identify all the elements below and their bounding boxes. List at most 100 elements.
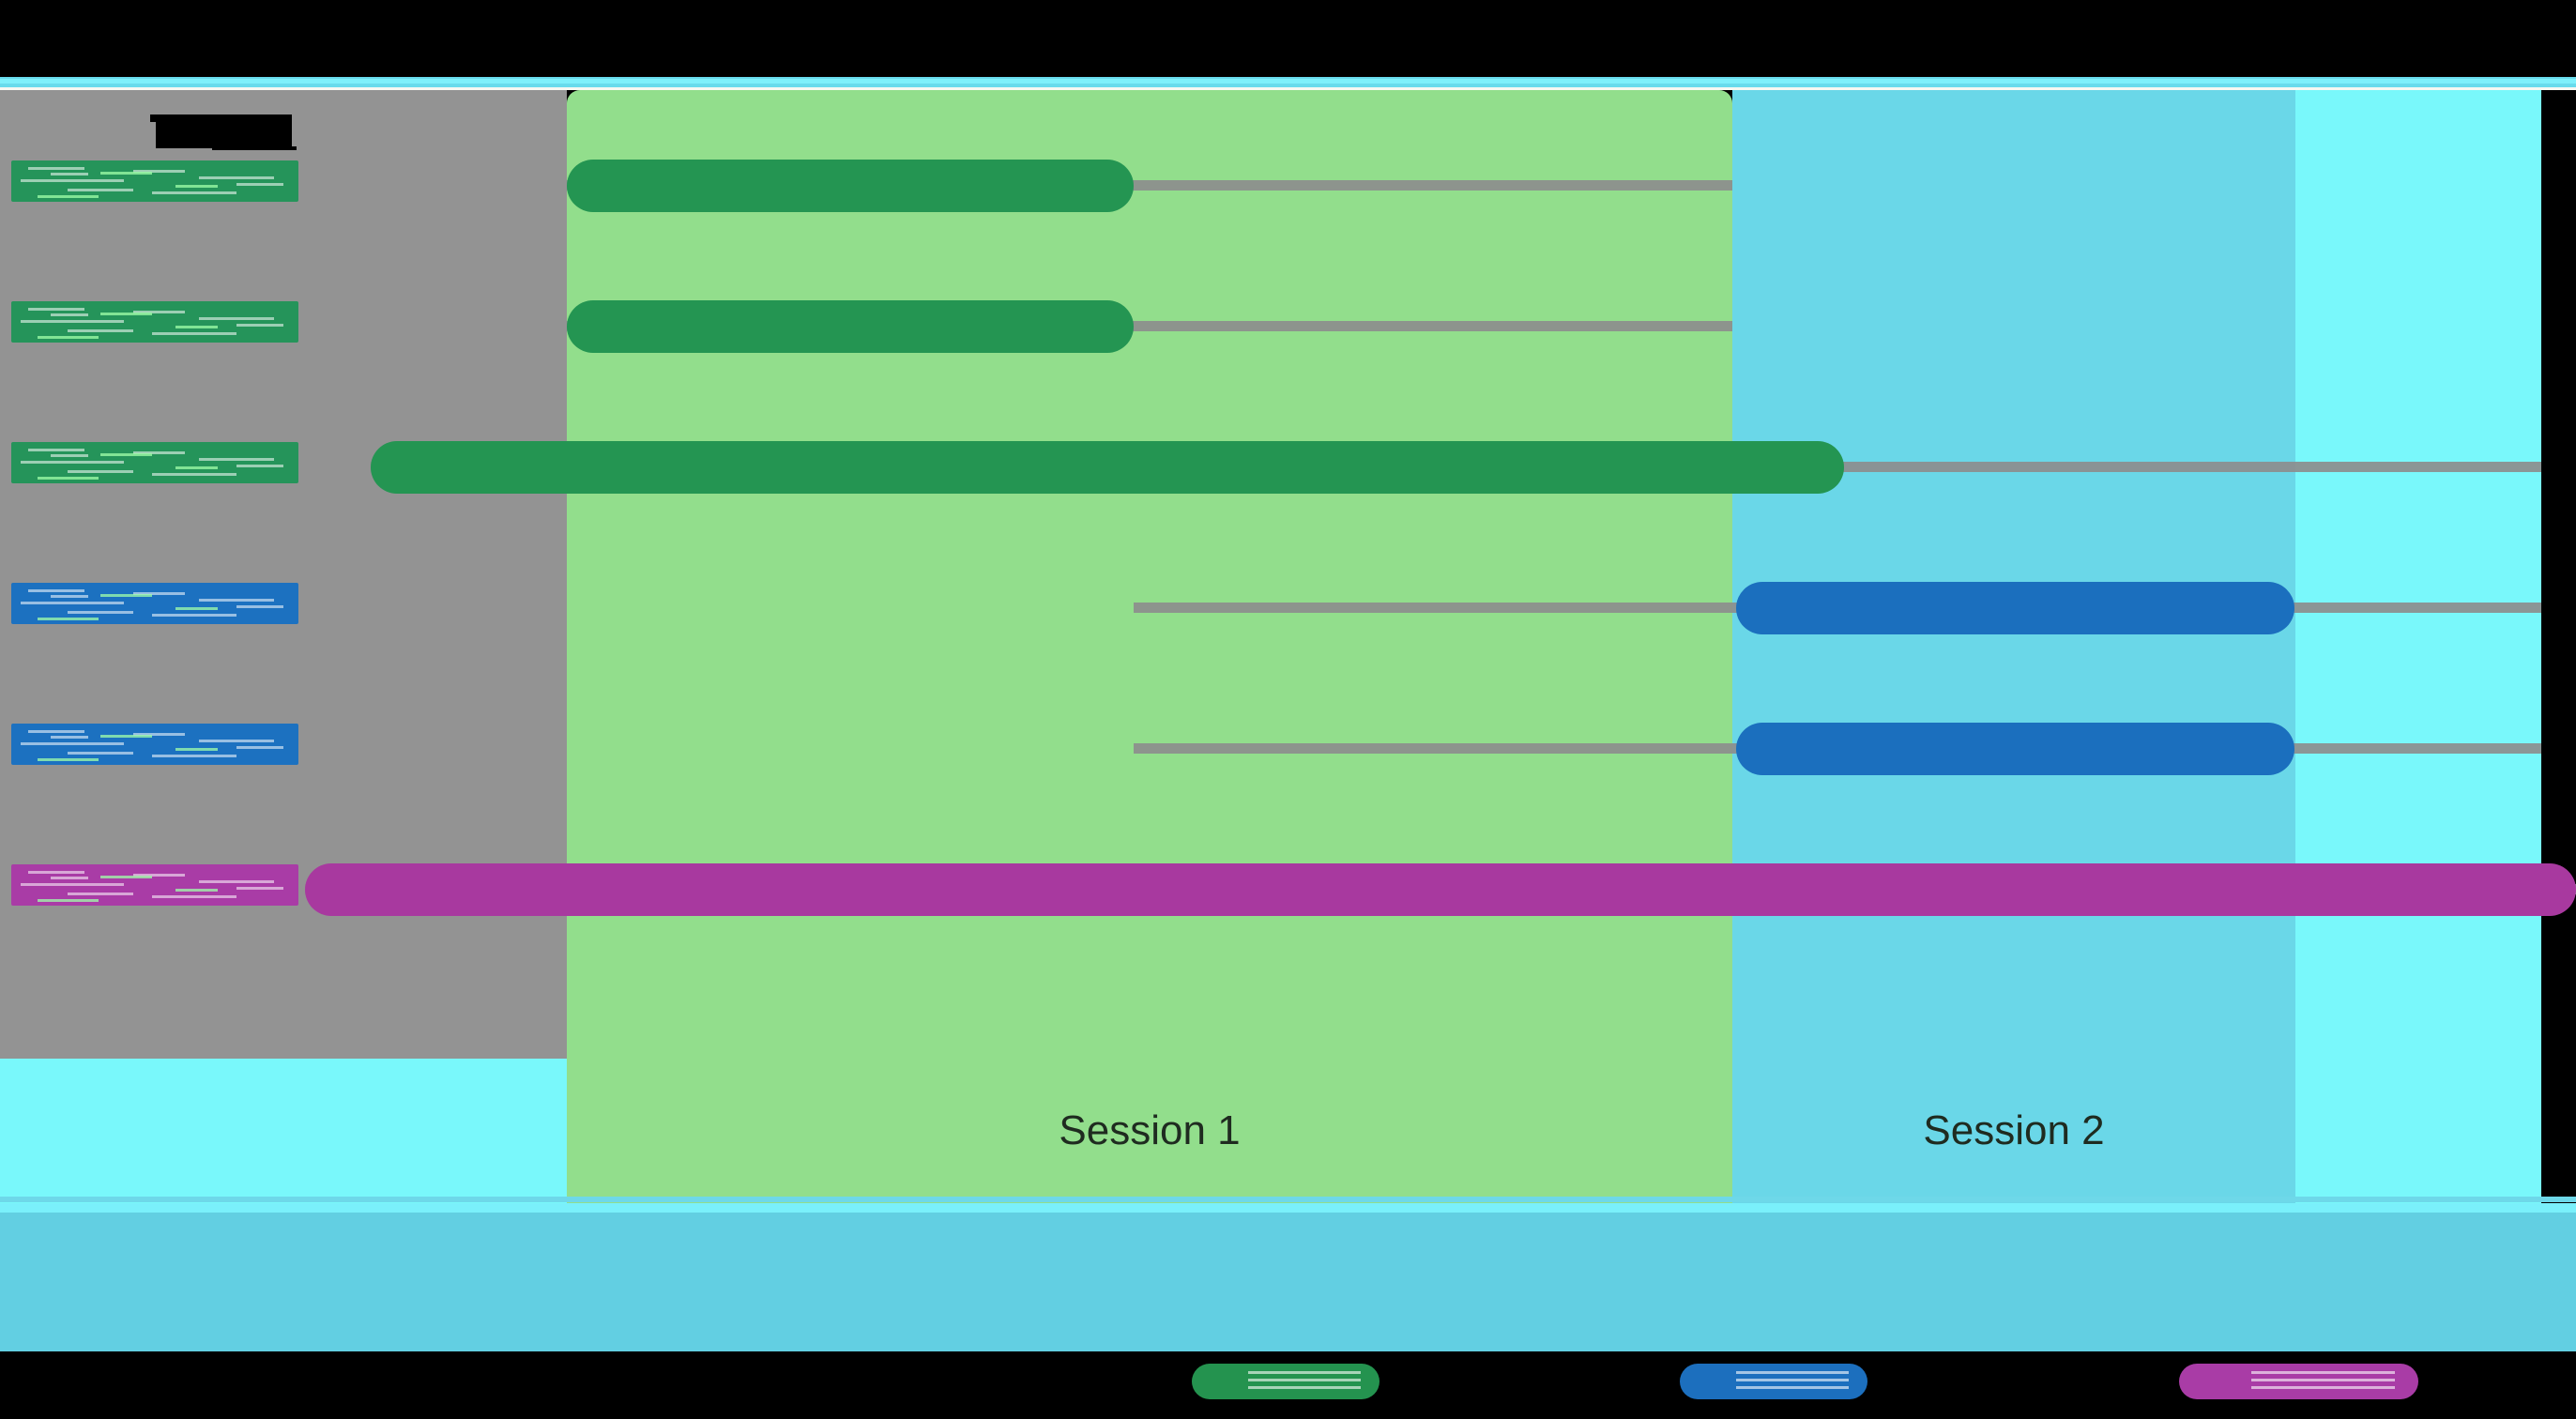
redaction-streak bbox=[28, 167, 84, 170]
redaction-streak bbox=[28, 589, 84, 592]
chart-legend bbox=[0, 1358, 2576, 1414]
redaction-streak bbox=[38, 758, 99, 761]
redaction-streak bbox=[100, 735, 152, 738]
session-band-3 bbox=[2295, 90, 2541, 1203]
redaction-streak bbox=[38, 618, 99, 620]
redaction-streak bbox=[21, 742, 124, 745]
gantt-rows bbox=[0, 90, 2576, 1059]
redaction-streak bbox=[133, 874, 185, 877]
redaction-streak bbox=[100, 313, 152, 315]
redaction-streak bbox=[1736, 1386, 1849, 1389]
legend-swatch bbox=[1680, 1364, 1867, 1399]
gantt-bar[interactable] bbox=[567, 300, 1134, 353]
redaction-streak bbox=[51, 736, 88, 739]
redaction-streak bbox=[133, 170, 185, 173]
gantt-bar[interactable] bbox=[1736, 723, 2294, 775]
redaction-streak bbox=[28, 730, 84, 733]
redaction-streak bbox=[100, 453, 152, 456]
gantt-bar[interactable] bbox=[567, 160, 1134, 212]
bottom-accent-strip-2 bbox=[0, 1197, 2576, 1202]
redaction-streak bbox=[100, 876, 152, 878]
redaction-streak bbox=[21, 179, 124, 182]
gantt-bar[interactable] bbox=[1736, 582, 2294, 634]
row-connector-line bbox=[567, 180, 1732, 191]
row-connector-line bbox=[567, 321, 1732, 331]
redaction-streak bbox=[51, 877, 88, 879]
redaction-streak bbox=[1736, 1379, 1849, 1381]
redaction-streak bbox=[28, 449, 84, 451]
session-2-label: Session 2 bbox=[1923, 1107, 2105, 1153]
row-label-1[interactable] bbox=[11, 160, 298, 202]
redaction-streak bbox=[28, 308, 84, 311]
row-label-column bbox=[0, 90, 310, 1059]
row-label-6[interactable] bbox=[11, 864, 298, 906]
gantt-row[interactable] bbox=[0, 115, 2576, 256]
redaction-streak bbox=[236, 324, 283, 327]
redaction-streak bbox=[38, 336, 99, 339]
gantt-bar[interactable] bbox=[371, 441, 1844, 494]
redaction-streak bbox=[21, 602, 124, 604]
session-label-strip: Session 1 Session 2 bbox=[0, 1059, 2576, 1203]
row-label-4[interactable] bbox=[11, 583, 298, 624]
redaction-streak bbox=[199, 880, 274, 883]
redaction-streak bbox=[133, 733, 185, 736]
redaction-streak bbox=[236, 605, 283, 608]
redaction-streak bbox=[175, 326, 218, 328]
redaction-streak bbox=[133, 311, 185, 313]
redaction-streak bbox=[68, 893, 133, 895]
redaction-streak bbox=[51, 595, 88, 598]
redaction-streak bbox=[133, 592, 185, 595]
left-gutter-footer bbox=[0, 1059, 567, 1203]
redaction-streak bbox=[1248, 1379, 1361, 1381]
redaction-streak bbox=[1736, 1371, 1849, 1374]
redaction-streak bbox=[100, 172, 152, 175]
redaction-streak bbox=[2250, 1371, 2395, 1374]
redaction-streak bbox=[68, 752, 133, 755]
redaction-streak bbox=[68, 189, 133, 191]
legend-magenta[interactable] bbox=[2179, 1358, 2418, 1407]
redaction-streak bbox=[2250, 1379, 2395, 1381]
bottom-accent-strip-1 bbox=[0, 1203, 2576, 1213]
redaction-streak bbox=[51, 454, 88, 457]
redaction-streak bbox=[38, 899, 99, 902]
gantt-bar[interactable] bbox=[305, 863, 2576, 916]
row-label-3[interactable] bbox=[11, 442, 298, 483]
gantt-row[interactable] bbox=[0, 679, 2576, 819]
gantt-row[interactable] bbox=[0, 397, 2576, 538]
redaction-streak bbox=[152, 755, 236, 757]
gantt-row[interactable] bbox=[0, 819, 2576, 960]
legend-swatch bbox=[2179, 1364, 2418, 1399]
redaction-streak bbox=[175, 466, 218, 469]
redaction-streak bbox=[152, 332, 236, 335]
redaction-streak bbox=[175, 607, 218, 610]
redaction-streak bbox=[199, 317, 274, 320]
redaction-streak bbox=[199, 176, 274, 179]
session-band-1 bbox=[567, 90, 1732, 1203]
redaction-streak bbox=[2250, 1386, 2395, 1389]
redaction-streak bbox=[1248, 1371, 1361, 1374]
redaction-streak bbox=[152, 473, 236, 476]
redaction-streak bbox=[175, 889, 218, 892]
session-band-2 bbox=[1732, 90, 2295, 1203]
redaction-streak bbox=[236, 746, 283, 749]
redaction-streak bbox=[68, 329, 133, 332]
redaction-streak bbox=[236, 887, 283, 890]
redaction-streak bbox=[38, 195, 99, 198]
redaction-streak bbox=[236, 465, 283, 467]
redaction-streak bbox=[236, 183, 283, 186]
gantt-row[interactable] bbox=[0, 538, 2576, 679]
legend-green[interactable] bbox=[1192, 1358, 1379, 1407]
redaction-streak bbox=[152, 614, 236, 617]
redaction-streak bbox=[51, 313, 88, 316]
session-1-label: Session 1 bbox=[1059, 1107, 1241, 1153]
row-label-5[interactable] bbox=[11, 724, 298, 765]
redaction-streak bbox=[1248, 1386, 1361, 1389]
session-bands bbox=[0, 90, 2541, 1203]
redaction-streak bbox=[68, 470, 133, 473]
legend-swatch bbox=[1192, 1364, 1379, 1399]
legend-blue[interactable] bbox=[1680, 1358, 1867, 1407]
row-label-2[interactable] bbox=[11, 301, 298, 343]
redaction-streak bbox=[199, 740, 274, 742]
gantt-row[interactable] bbox=[0, 256, 2576, 397]
